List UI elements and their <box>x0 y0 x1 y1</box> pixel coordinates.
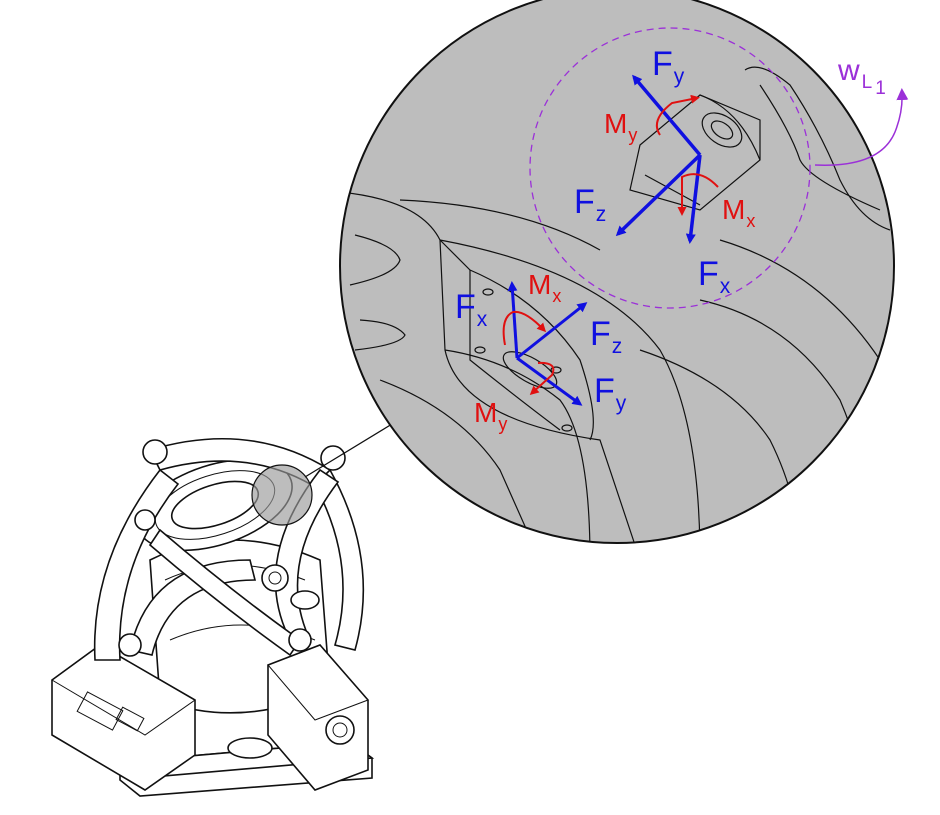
upper-fy-label: Fy <box>652 45 685 88</box>
upper-my-arrow <box>656 94 700 136</box>
lower-mx-arrow <box>502 310 547 346</box>
upper-fy-arrow <box>632 74 702 157</box>
upper-fx-arrow <box>685 154 702 244</box>
workspace-circle <box>529 27 811 309</box>
lower-fx-arrow <box>507 281 519 359</box>
zoom-connector-line <box>304 423 393 478</box>
lower-fy-label: Fy <box>594 372 627 415</box>
upper-joint-vectors <box>615 74 719 244</box>
lower-fy-arrow <box>516 356 583 406</box>
lower-fx-label: Fx <box>455 288 488 331</box>
upper-mx-label: Mx <box>722 194 755 231</box>
lower-my-label: My <box>474 397 507 434</box>
lower-fz-label: Fz <box>590 315 622 358</box>
upper-fx-label: Fx <box>698 255 731 298</box>
robot-mechanism <box>51 437 375 797</box>
lower-mx-label: Mx <box>528 269 561 306</box>
upper-my-label: My <box>604 108 637 145</box>
lower-fz-arrow <box>516 302 588 360</box>
zoom-circle <box>339 0 895 544</box>
workspace-arrow <box>814 88 909 166</box>
upper-fz-arrow <box>615 153 702 237</box>
lower-joint-vectors <box>502 281 588 406</box>
upper-fz-label: Fz <box>574 183 606 226</box>
upper-mx-arrow <box>677 173 719 216</box>
lower-my-arrow <box>529 361 555 396</box>
